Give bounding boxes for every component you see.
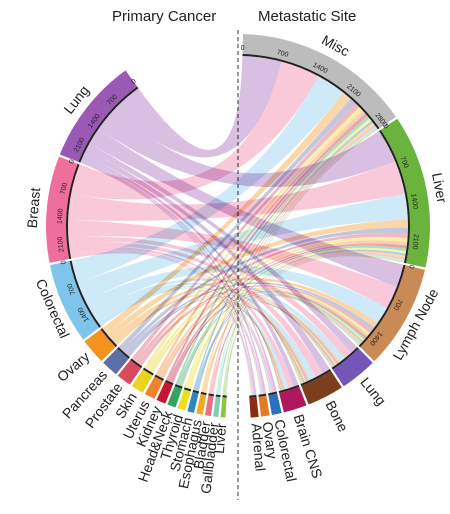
metastatic-ring-brain-cns (278, 384, 300, 394)
primary-arc-head-neck (167, 385, 182, 408)
chord-ribbons (68, 56, 408, 396)
primary-arc-thyroid (177, 389, 191, 411)
primary-ring-uterus (154, 374, 165, 381)
primary-ring-thyroid (183, 387, 192, 392)
metastatic-label-lung: Lung (357, 374, 389, 408)
metastatic-tick-liver-1: 700 (399, 156, 410, 170)
chord-pancreas-to-liver (122, 227, 408, 354)
primary-tick-lung-0: 0 (130, 78, 137, 86)
metastatic-ring-colorectal (268, 391, 278, 396)
chord-ovary-to-lung (113, 288, 341, 364)
chord-lung-to-misc (115, 56, 282, 158)
chord-breast-to-misc (71, 61, 319, 200)
primary-arc-prostate (117, 360, 142, 385)
metastatic-ring-liver (379, 129, 411, 264)
chord-colorectal-to-lymph-node (85, 265, 387, 324)
metastatic-ring-ovary (258, 393, 267, 397)
metastatic-tick-lymph-node-1: 700 (392, 298, 403, 312)
metastatic-arc-bone (301, 370, 342, 405)
metastatic-ring-adrenal (249, 395, 257, 398)
metastatic-tick-liver-3: 2100 (411, 234, 419, 250)
chord-pancreas-to-misc (118, 98, 356, 351)
primary-ring-prostate (130, 358, 143, 369)
primary-arc-kidney (156, 381, 173, 404)
chord-breast-to-liver (68, 161, 405, 221)
metastatic-arc-ovary (258, 395, 270, 417)
primary-tick-colorectal-0: 0 (60, 259, 68, 264)
chord-breast-to-bone (68, 242, 323, 378)
primary-label-bladder: Bladder (190, 420, 213, 471)
metastatic-arc-colorectal (268, 393, 282, 415)
primary-arc-uterus (144, 376, 164, 399)
metastatic-tick-misc-1: 700 (276, 49, 289, 59)
primary-ring-colorectal (69, 260, 101, 328)
primary-label-breast: Breast (24, 187, 44, 229)
primary-ring-pancreas (117, 346, 130, 359)
chord-pancreas-to-lung (127, 292, 339, 364)
metastatic-label-liver: Liver (429, 171, 450, 204)
primary-cancer-header: Primary Cancer (112, 8, 217, 25)
primary-tick-breast-0: 0 (68, 159, 76, 165)
metastatic-arc-brain-cns (279, 386, 307, 413)
chord-breast-to-ovary (70, 251, 265, 395)
metastatic-label-ovary: Ovary (260, 421, 281, 460)
chord-colorectal-to-misc (71, 76, 344, 283)
metastatic-arc-lymph-node (360, 265, 425, 362)
chord-ovary-to-misc (102, 92, 351, 334)
segment-arcs (46, 34, 431, 418)
primary-ring-skin (142, 367, 154, 376)
primary-arc-bladder (204, 395, 214, 417)
primary-arc-ovary (84, 329, 116, 362)
primary-ring-liver (222, 395, 227, 398)
metastatic-arc-liver (380, 118, 431, 268)
primary-ring-kidney (165, 379, 174, 386)
primary-ring-breast (65, 163, 80, 259)
primary-arc-gallbladder (213, 396, 221, 417)
metastatic-tick-misc-0: 0 (241, 45, 245, 52)
chord-prostate-to-misc (131, 103, 360, 362)
chord-colorectal-to-bone (94, 282, 316, 380)
metastatic-site-header: Metastatic Site (258, 8, 357, 25)
chord-breast-to-lymph-node (68, 219, 397, 309)
chord-skin-to-bone (152, 301, 307, 383)
primary-ring-esophagus (200, 391, 207, 396)
primary-arc-liver (220, 397, 227, 418)
metastatic-arc-misc (242, 34, 396, 129)
primary-label-liver: Liver (211, 422, 229, 454)
primary-arc-pancreas (103, 348, 129, 375)
primary-tick-breast-1: 700 (60, 182, 69, 195)
metastatic-arc-adrenal (249, 396, 259, 418)
chord-prostate-to-lung (139, 295, 338, 366)
primary-ring-head-neck (174, 384, 183, 389)
chord-uterus-to-liver (158, 240, 408, 378)
axis-ticks: 0700140021002800070014002100070014000700… (57, 45, 419, 398)
primary-tick-colorectal-1: 700 (67, 282, 78, 296)
primary-ring-ovary (100, 328, 118, 347)
primary-arc-skin (131, 369, 153, 393)
metastatic-label-adrenal: Adrenal (249, 422, 269, 471)
metastatic-label-bone: Bone (322, 398, 351, 435)
metastatic-arc-lung (332, 348, 373, 387)
primary-arc-stomach (187, 391, 199, 413)
chord-colorectal-to-liver (77, 193, 408, 302)
metastatic-tick-lymph-node-0: 0 (407, 264, 415, 269)
primary-ring-bladder (208, 393, 214, 397)
primary-arc-lung (59, 70, 138, 162)
primary-ring-gallbladder (215, 394, 221, 398)
primary-ring-stomach (192, 389, 200, 394)
primary-arc-esophagus (196, 393, 207, 415)
metastatic-tick-liver-2: 1400 (409, 193, 418, 209)
metastatic-ring-lung (331, 347, 359, 370)
primary-arc-breast (46, 156, 78, 263)
metastatic-ring-bone (300, 369, 331, 386)
primary-tick-breast-2: 1400 (57, 208, 65, 224)
primary-tick-breast-3: 2100 (57, 236, 66, 252)
primary-arc-colorectal (50, 261, 100, 340)
metastatic-tick-liver-0: 0 (381, 123, 389, 130)
